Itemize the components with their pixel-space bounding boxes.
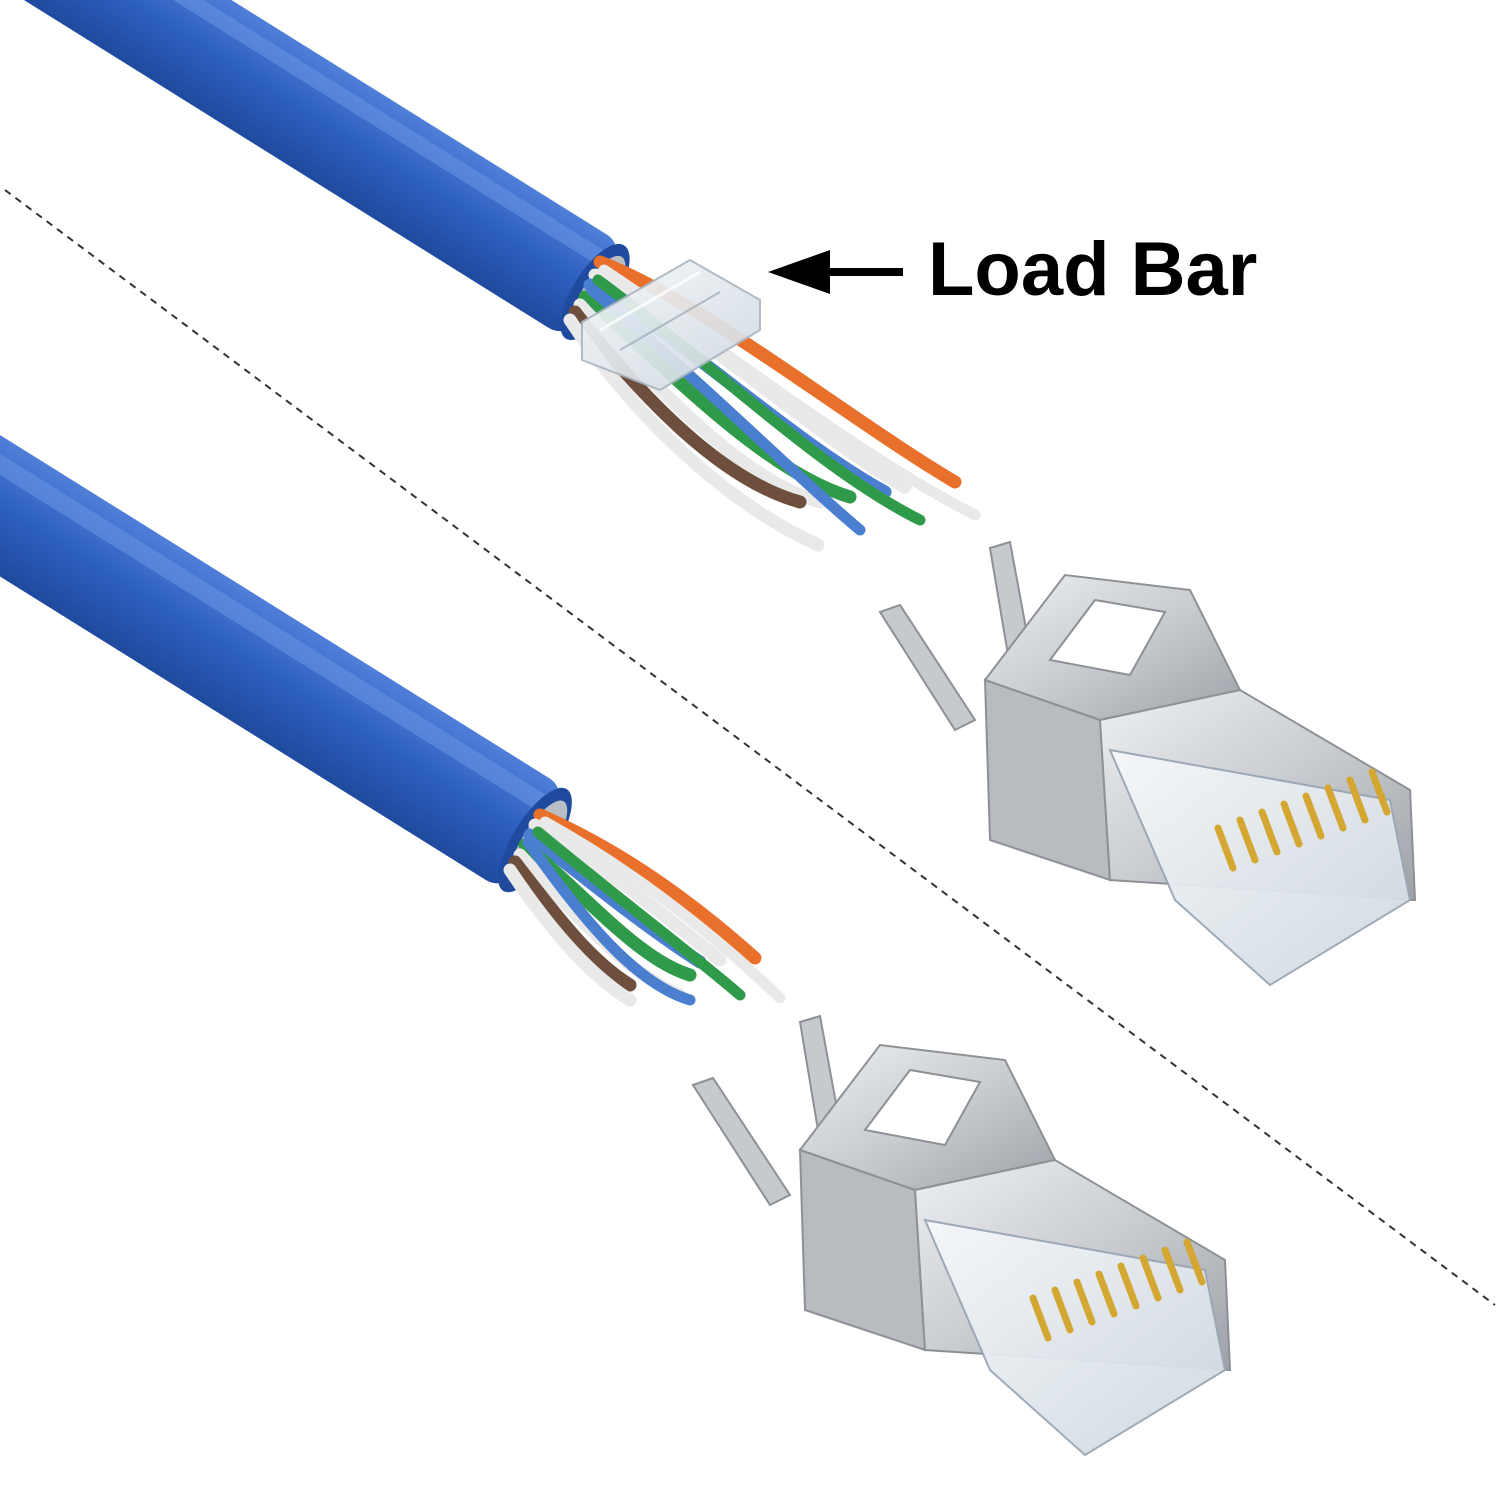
load-bar	[581, 258, 761, 392]
bottom-rj45-plug	[691, 1014, 1232, 1457]
top-gold-contacts	[1214, 768, 1391, 872]
dashed-divider	[4, 189, 1496, 1306]
top-cable	[0, 0, 981, 552]
bottom-cable	[0, 319, 786, 1007]
top-rj45-plug	[878, 540, 1417, 987]
bottom-wires	[503, 808, 786, 1007]
bottom-gold-contacts	[1029, 1238, 1206, 1342]
load-bar-label: Load Bar	[928, 227, 1258, 312]
left-arrow-icon	[768, 250, 903, 294]
